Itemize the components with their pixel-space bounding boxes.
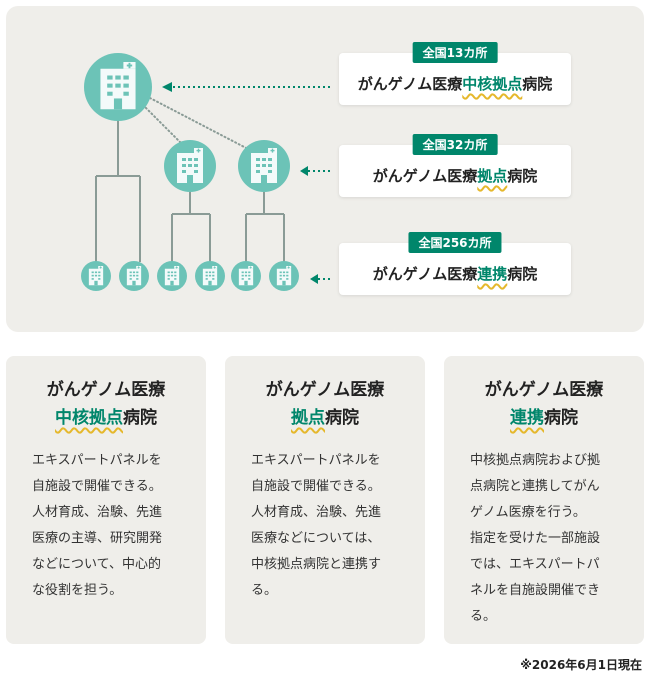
label-core-hospital: 全国13カ所 がんゲノム医療中核拠点病院 [339,42,571,105]
card-description: エキスパートパネルを 自施設で開催できる。 人材育成、治験、先進 医療の主導、研… [32,453,163,598]
hospital-hierarchy-diagram [81,53,330,291]
highlight-term: 中核拠点 [462,75,523,93]
base-hospital-node [164,140,216,192]
hospital-building-icon [202,266,218,286]
label-text: がんゲノム医療拠点病院 [372,167,538,185]
card-title: がんゲノム医療 拠点病院 [265,380,385,428]
hospital-building-icon [238,266,254,286]
as-of-date-note: ※2026年6月1日現在 [520,658,642,672]
core-hospital-node [84,53,152,121]
card-description: 中核拠点病院および拠 点病院と連携してがん ゲノム医療を行う。 指定を受けた一部… [470,453,601,624]
count-badge: 全国32カ所 [412,134,498,155]
hospital-building-icon [100,62,136,110]
hospital-building-icon [164,266,180,286]
highlight-term: 中核拠点 [55,408,123,428]
label-text: がんゲノム医療連携病院 [372,265,538,283]
count-badge: 全国13カ所 [412,42,498,63]
count-badge: 全国256カ所 [408,232,502,253]
hospital-building-icon [88,266,104,286]
card-core-hospital: がんゲノム医療 中核拠点病院 エキスパートパネルを 自施設で開催できる。 人材育… [6,356,206,644]
cooperating-hospital-nodes [81,261,299,291]
highlight-term: 連携 [477,265,508,283]
hospital-building-icon [251,148,277,183]
hospital-building-icon [126,266,142,286]
hospital-building-icon [276,266,292,286]
label-cooperating-hospital: 全国256カ所 がんゲノム医療連携病院 [339,232,571,295]
card-title: がんゲノム医療 連携病院 [484,380,604,428]
dotted-links [142,97,251,151]
tier-arrows [162,82,330,284]
card-base-hospital: がんゲノム医療 拠点病院 エキスパートパネルを 自施設で開催できる。 人材育成、… [225,356,425,644]
label-base-hospital: 全国32カ所 がんゲノム医療拠点病院 [339,134,571,197]
highlight-term: 拠点 [477,167,508,185]
highlight-term: 拠点 [291,408,325,428]
card-description: エキスパートパネルを 自施設で開催できる。 人材育成、治験、先進 医療などについ… [251,453,382,598]
highlight-term: 連携 [510,408,544,428]
tree-connectors [95,120,285,262]
card-title: がんゲノム医療 中核拠点病院 [46,380,166,428]
base-hospital-node [238,140,290,192]
label-text: がんゲノム医療中核拠点病院 [357,75,553,93]
hospital-building-icon [177,148,203,183]
card-cooperating-hospital: がんゲノム医療 連携病院 中核拠点病院および拠 点病院と連携してがん ゲノム医療… [444,356,644,644]
